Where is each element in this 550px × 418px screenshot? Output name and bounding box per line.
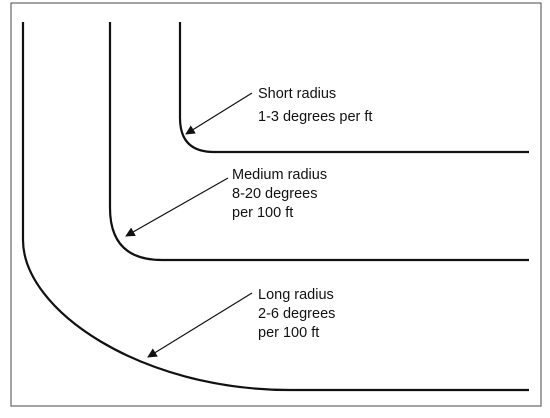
short-radius-arrow <box>185 92 253 135</box>
long-radius-rate-line1: 2-6 degrees <box>258 306 335 322</box>
diagram-border <box>10 2 542 407</box>
medium-radius-label: Medium radius <box>232 167 327 183</box>
long-radius-rate-line2: per 100 ft <box>258 325 319 341</box>
long-radius-label: Long radius <box>258 287 334 303</box>
medium-radius-rate-line2: per 100 ft <box>232 205 293 221</box>
short-radius-rate: 1-3 degrees per ft <box>258 109 372 125</box>
long-radius-arrow <box>147 292 253 358</box>
medium-radius-curve <box>108 22 529 262</box>
long-radius-curve <box>21 22 529 392</box>
short-radius-label: Short radius <box>258 86 336 102</box>
short-radius-curve <box>178 22 529 154</box>
medium-radius-arrow <box>125 177 229 237</box>
medium-radius-rate-line1: 8-20 degrees <box>232 186 317 202</box>
